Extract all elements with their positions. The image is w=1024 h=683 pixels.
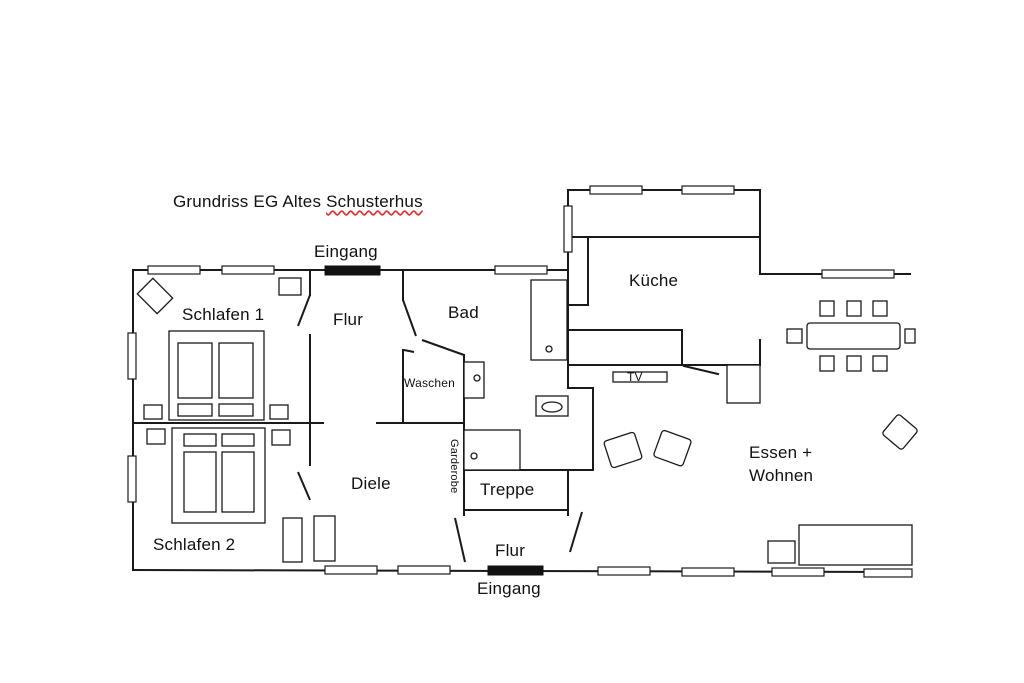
- kitchen-fixtures: [612, 364, 761, 404]
- room-label-schlafen-2: Schlafen 2: [153, 535, 236, 554]
- room-label-waschen: Waschen: [404, 376, 455, 390]
- room-label-wohnen: Wohnen: [749, 465, 814, 485]
- cabinet: [313, 515, 336, 562]
- room-label-diele: Diele: [351, 474, 391, 493]
- bedroom-1-furniture: [136, 277, 302, 421]
- armchair: [603, 431, 643, 469]
- armchair: [136, 277, 174, 315]
- entrance-bottom-label: Eingang: [477, 579, 541, 598]
- room-label-bad: Bad: [448, 303, 479, 322]
- armchair: [882, 414, 918, 450]
- bedroom-2-furniture: [146, 427, 336, 563]
- dining-table-set: [786, 300, 916, 372]
- windows: [127, 185, 913, 578]
- plan-title-suffix: Schusterhus: [326, 192, 423, 211]
- nightstand: [278, 277, 302, 296]
- dining-table: [806, 322, 901, 350]
- door-swings: [297, 294, 583, 563]
- living-room-furniture: [603, 414, 918, 566]
- plan-title: Grundriss EG Altes Schusterhus: [173, 193, 423, 210]
- fridge: [726, 364, 761, 404]
- room-label-kueche: Küche: [629, 271, 679, 290]
- room-label-treppe: Treppe: [480, 480, 535, 499]
- room-label-essen: Essen +: [749, 443, 813, 462]
- room-label-essen-wohnen: Essen + Wohnen: [749, 442, 849, 488]
- room-label-garderobe: Garderobe: [448, 439, 460, 494]
- entrance-top-label: Eingang: [314, 242, 378, 261]
- room-label-flur-bottom: Flur: [495, 541, 526, 560]
- room-label-schlafen-1: Schlafen 1: [182, 305, 265, 324]
- armchair: [653, 429, 692, 467]
- room-label-flur-top: Flur: [333, 310, 364, 329]
- plan-title-prefix: Grundriss EG Altes: [173, 192, 327, 211]
- side-table: [767, 540, 796, 564]
- washing-machine: [463, 429, 521, 471]
- entrance-bottom-door[interactable]: [487, 565, 544, 576]
- bathroom-fixtures: [463, 279, 569, 471]
- sofa: [798, 524, 913, 566]
- entrance-top-door[interactable]: [324, 265, 381, 276]
- room-label-tv: TV: [627, 370, 643, 384]
- tv-cabinet: [612, 371, 668, 383]
- cabinet: [282, 517, 303, 563]
